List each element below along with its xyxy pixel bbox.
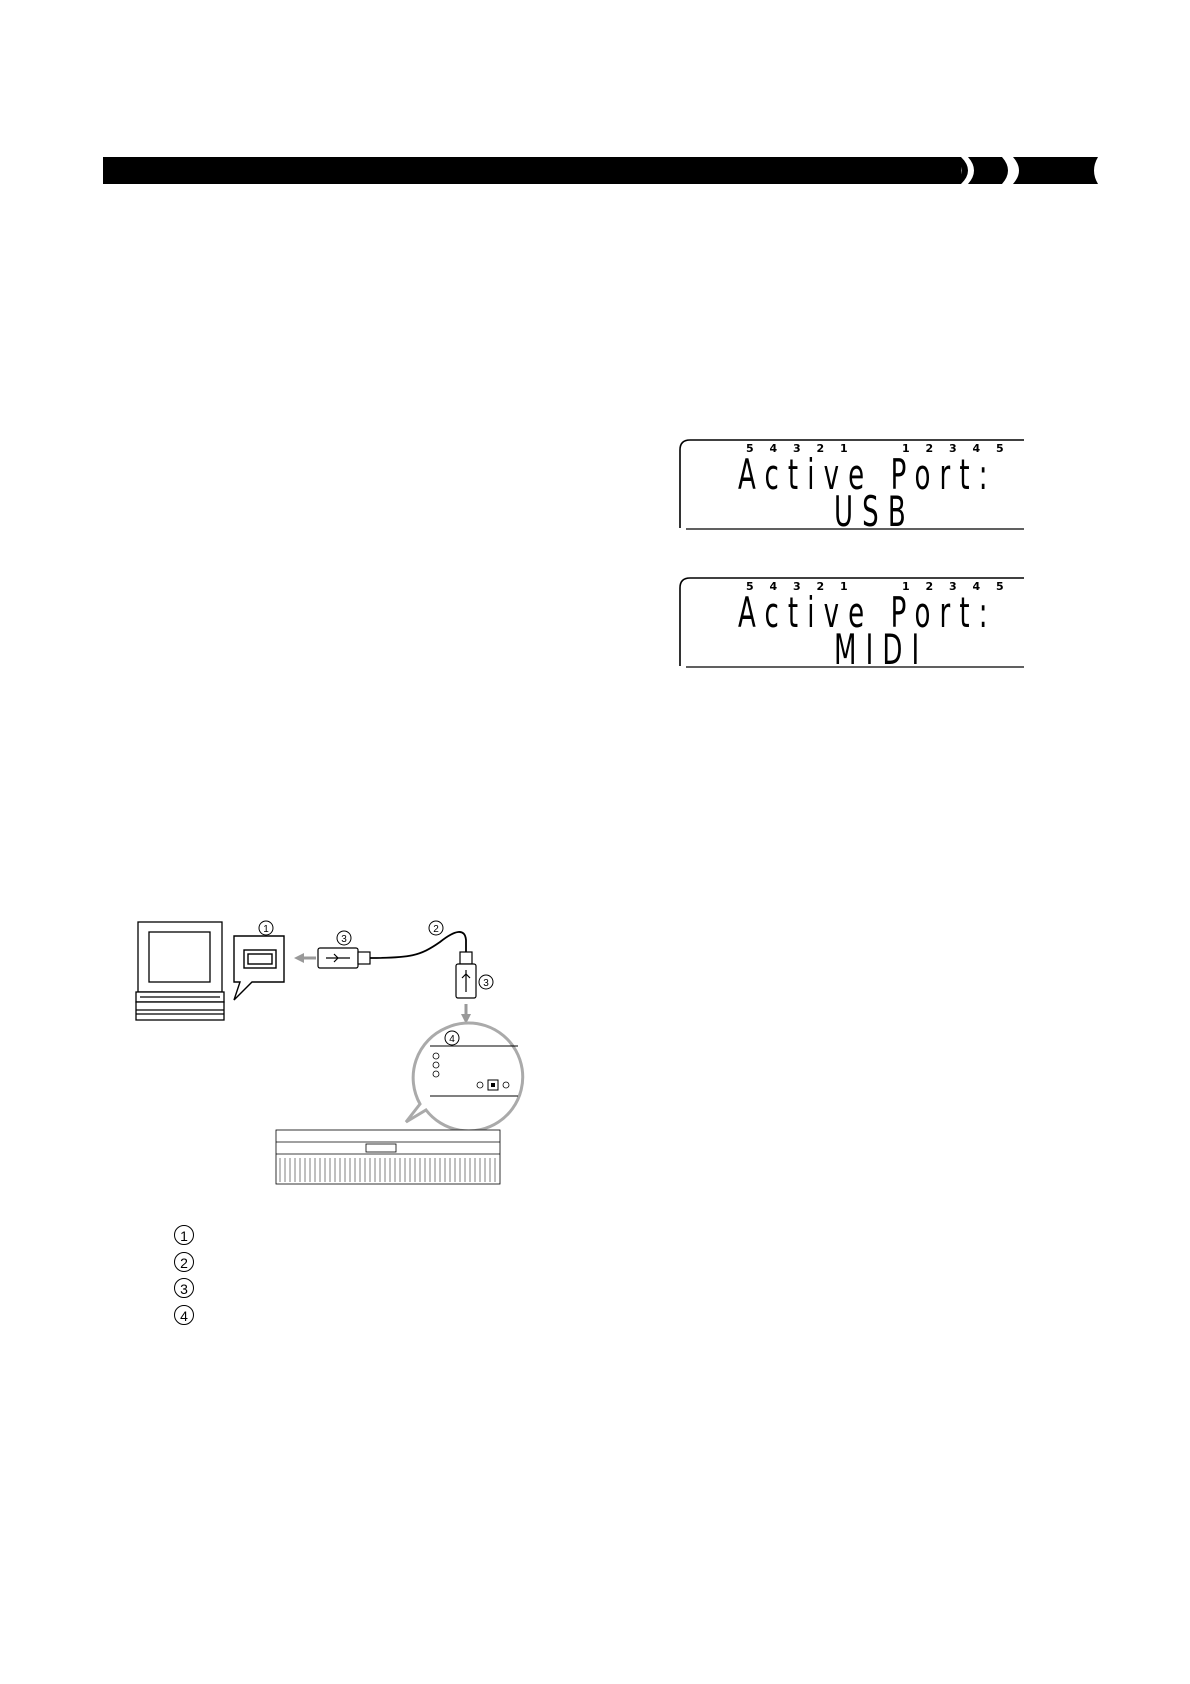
indicator-number: 3: [793, 442, 801, 455]
callout-4-label: 4: [449, 1034, 455, 1045]
callout-3b: 3: [478, 974, 494, 990]
keyboard-instrument-icon: [275, 1129, 501, 1185]
indicator-number: 5: [996, 580, 1004, 593]
usb-cable-icon: [317, 931, 467, 969]
indicator-numbers-right: 1 2 3 4 5: [902, 442, 1020, 455]
indicator-number: 2: [816, 580, 825, 593]
indicator-number: 2: [925, 580, 934, 593]
lcd-frame: [679, 439, 1024, 530]
indicator-number: 1: [840, 580, 848, 593]
indicator-number: 4: [769, 442, 778, 455]
indicator-number: 2: [816, 442, 825, 455]
indicator-numbers-left: 5 4 3 2 1: [746, 442, 864, 455]
indicator-number: 4: [972, 442, 981, 455]
callout-2: 2: [428, 920, 444, 936]
callout-3a-label: 3: [341, 934, 347, 945]
lcd-line-1: Active Port:: [738, 450, 997, 499]
legend-item-4: 4: [174, 1304, 194, 1325]
callout-1-label: 1: [263, 924, 269, 935]
callout-4: 4: [444, 1030, 460, 1046]
computer-icon: [135, 921, 225, 1021]
callout-1: 1: [258, 920, 274, 936]
indicator-number: 5: [746, 580, 754, 593]
legend-item-1: 1: [174, 1225, 194, 1245]
indicator-number: 3: [949, 442, 957, 455]
diagram-legend: 1 2 3 4: [174, 1225, 194, 1331]
legend-item-2: 2: [174, 1251, 194, 1272]
indicator-number: 1: [840, 442, 848, 455]
indicator-number: 2: [925, 442, 934, 455]
insert-arrow-left: [294, 953, 316, 963]
lcd-line-1: Active Port:: [738, 588, 997, 637]
keyboard-keys: [279, 1158, 496, 1182]
indicator-number: 3: [949, 580, 957, 593]
callout-3a: 3: [336, 930, 352, 946]
lcd-line-2: USB: [834, 487, 915, 536]
insert-arrow-down: [461, 1004, 471, 1024]
section-header-bar: [103, 157, 1098, 184]
indicator-number: 1: [902, 580, 910, 593]
usb-port-icon: [233, 935, 285, 1001]
callout-2-label: 2: [433, 924, 439, 935]
indicator-numbers-right: 1 2 3 4 5: [902, 580, 1020, 593]
indicator-number: 5: [746, 442, 754, 455]
legend-item-3: 3: [174, 1278, 194, 1298]
indicator-number: 5: [996, 442, 1004, 455]
usb-b-plug-icon: [455, 951, 477, 999]
indicator-number: 4: [972, 580, 981, 593]
indicator-number: 4: [769, 580, 778, 593]
indicator-number: 3: [793, 580, 801, 593]
callout-3b-label: 3: [483, 978, 489, 989]
rear-panel-zoom-bubble: [404, 1021, 525, 1133]
usb-connection-diagram: 1 3 2 3: [135, 920, 525, 1185]
lcd-display-usb: 5 4 3 2 1 1 2 3 4 5 Active Port: USB: [676, 436, 1028, 540]
indicator-numbers-left: 5 4 3 2 1: [746, 580, 864, 593]
lcd-frame: [679, 577, 1024, 668]
lcd-line-2: MIDI: [834, 625, 929, 674]
indicator-number: 1: [902, 442, 910, 455]
lcd-display-midi: 5 4 3 2 1 1 2 3 4 5 Active Port: MIDI: [676, 574, 1028, 678]
